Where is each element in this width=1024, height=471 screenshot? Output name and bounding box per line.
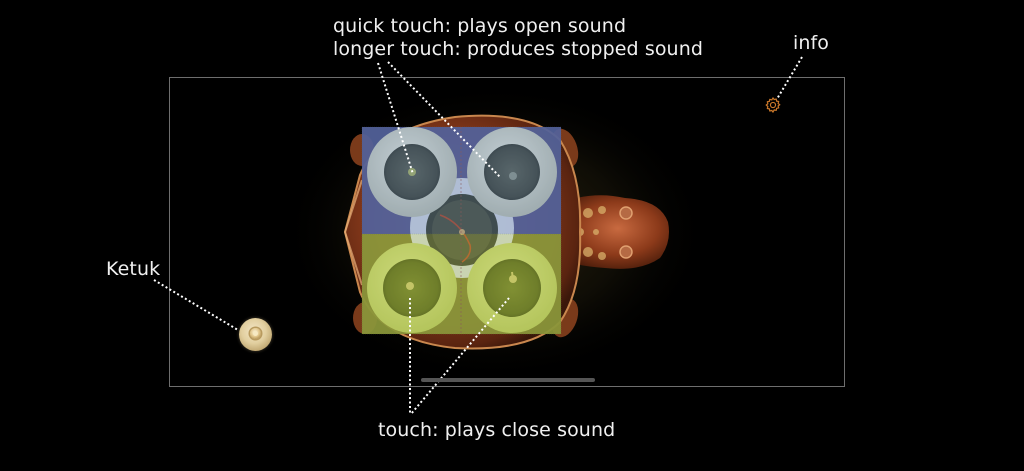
ketuk-disc-icon bbox=[250, 328, 261, 339]
annotation-gong-bottom: touch: plays close sound bbox=[378, 419, 616, 441]
annotation-gong-top-line1: quick touch: plays open sound bbox=[333, 15, 627, 37]
gong-top-left[interactable] bbox=[367, 127, 457, 217]
home-indicator[interactable] bbox=[421, 378, 595, 382]
annotation-ketuk: Ketuk bbox=[106, 258, 161, 280]
annotation-gong-top-line2: longer touch: produces stopped sound bbox=[333, 38, 703, 60]
gong-top-right[interactable] bbox=[467, 127, 557, 217]
annotation-info: info bbox=[793, 32, 830, 54]
gong-center[interactable] bbox=[426, 194, 498, 266]
gong-bottom-right[interactable] bbox=[467, 243, 557, 333]
info-button[interactable] bbox=[764, 96, 782, 114]
ketuk-button[interactable] bbox=[239, 318, 272, 351]
gear-icon bbox=[765, 97, 781, 113]
gong-bottom-left[interactable] bbox=[367, 243, 457, 333]
